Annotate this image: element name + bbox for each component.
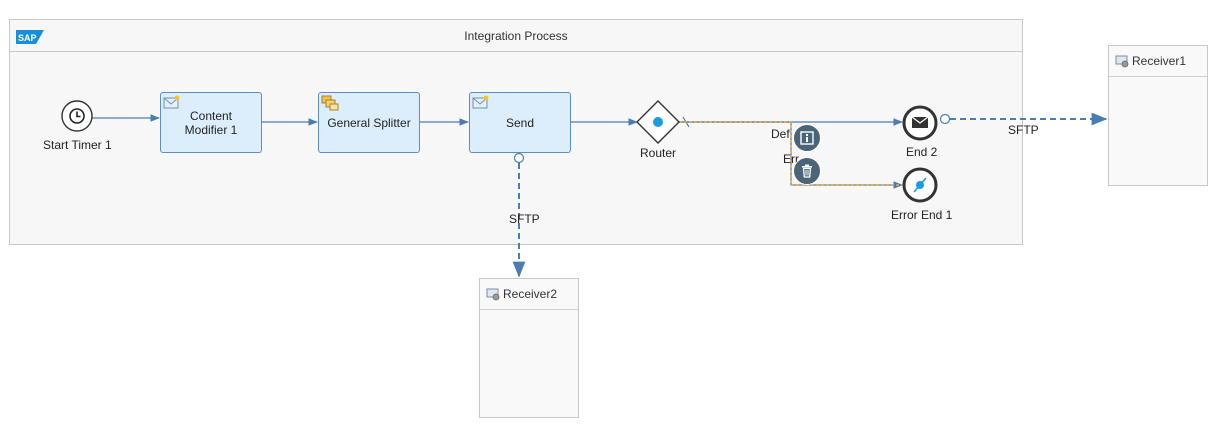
sap-logo: SAP (16, 30, 44, 44)
send-icon (472, 95, 489, 109)
splitter-icon (321, 95, 339, 111)
default-route-label: Def (771, 127, 790, 141)
router-label: Router (640, 146, 677, 160)
send-label: Send (505, 115, 535, 130)
receiver1-header: Receiver1 (1109, 46, 1207, 77)
end2-label: End 2 (906, 145, 938, 159)
delete-button[interactable] (793, 157, 821, 185)
start-timer-label: Start Timer 1 (43, 138, 112, 152)
pool-title: Integration Process (464, 29, 568, 43)
pool-header: SAP Integration Process (10, 20, 1022, 52)
content-modifier-task[interactable]: Content Modifier 1 (160, 92, 262, 153)
receiver2-box[interactable]: Receiver2 (479, 278, 579, 418)
info-button[interactable] (793, 124, 821, 152)
error-end-label: Error End 1 (891, 208, 953, 222)
receiver2-title: Receiver2 (503, 287, 558, 301)
info-icon (800, 131, 814, 145)
sftp-receiver2-label: SFTP (509, 212, 540, 226)
content-modifier-label: Content Modifier 1 (184, 108, 238, 137)
receiver1-title: Receiver1 (1132, 54, 1187, 68)
content-modifier-icon (163, 95, 180, 109)
receiver2-header: Receiver2 (480, 279, 578, 310)
receiver-system-icon (486, 288, 500, 301)
send-task[interactable]: Send (469, 92, 571, 153)
general-splitter-task[interactable]: General Splitter (318, 92, 420, 153)
svg-text:SAP: SAP (18, 33, 37, 43)
sftp-receiver1-label: SFTP (1008, 123, 1039, 137)
trash-icon (802, 164, 812, 178)
general-splitter-label: General Splitter (327, 115, 411, 130)
receiver1-box[interactable]: Receiver1 (1108, 45, 1208, 186)
receiver-system-icon (1115, 55, 1129, 68)
